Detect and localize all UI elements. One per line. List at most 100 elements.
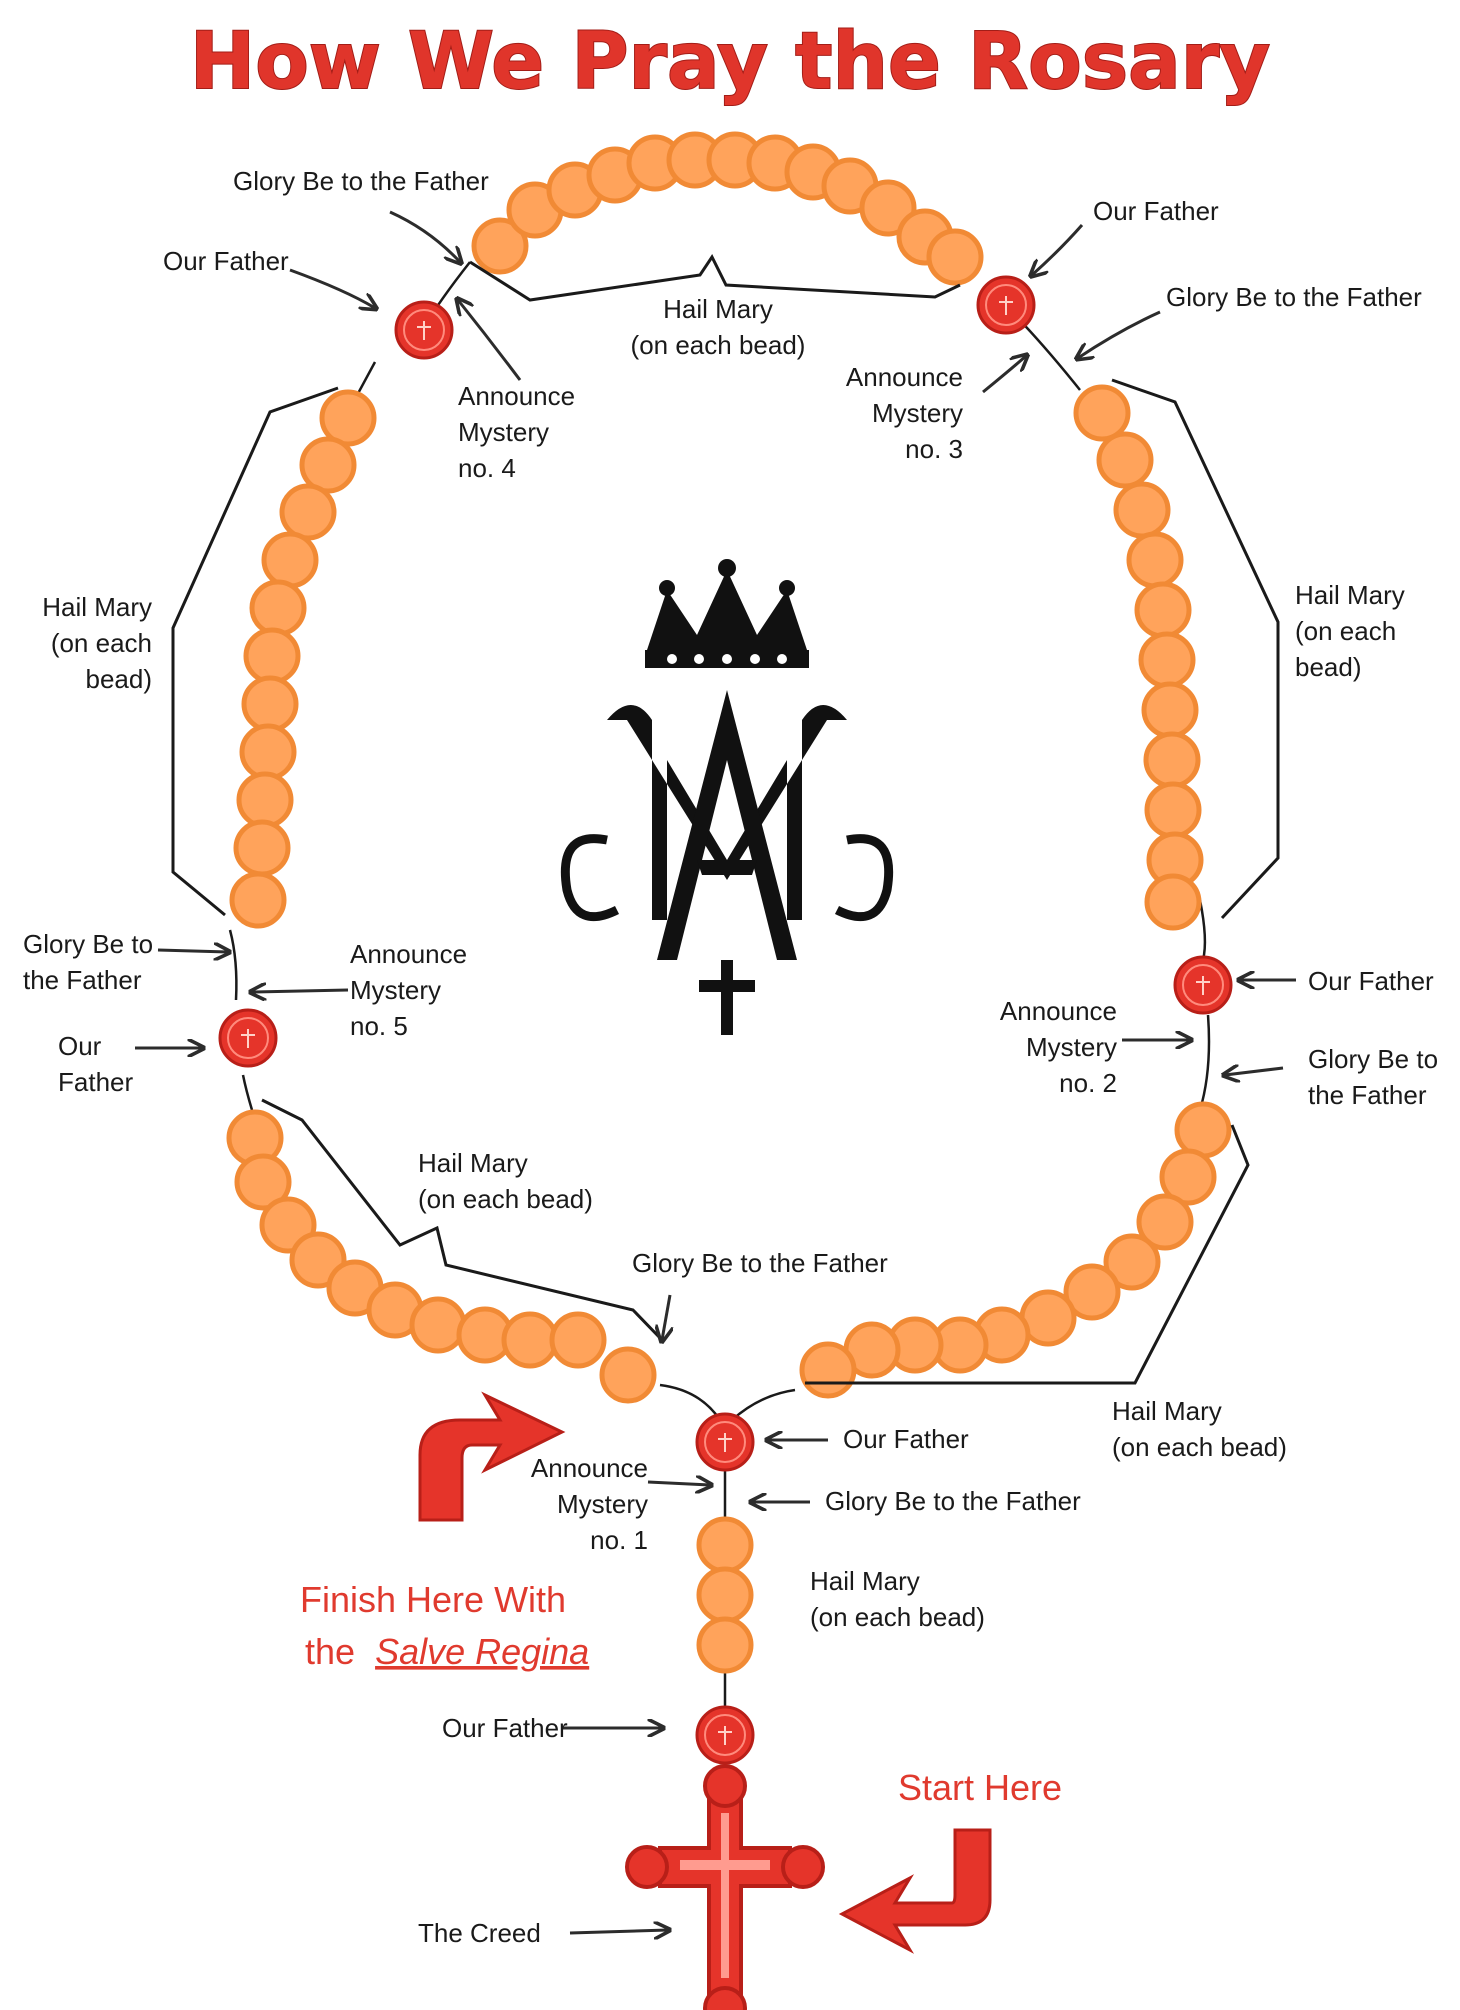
svg-text:Announce: Announce	[531, 1453, 648, 1483]
hail-mary-bead	[1174, 1101, 1232, 1159]
svg-text:Mystery: Mystery	[557, 1489, 648, 1519]
hail-mary-bead	[1141, 681, 1199, 739]
hail-mary-bead	[599, 1346, 657, 1404]
hail-mary-bead	[261, 531, 319, 589]
brackets	[171, 254, 1280, 1385]
our-father-bead	[1173, 955, 1233, 1015]
bracket-left	[171, 386, 339, 917]
svg-text:Announce: Announce	[1000, 996, 1117, 1026]
hail-mary-bead	[799, 1341, 857, 1399]
hail-mary-bead	[1144, 873, 1202, 931]
hail-mary-bead	[1144, 781, 1202, 839]
hail-mary-bead	[1138, 631, 1196, 689]
hail-mary-bead	[696, 1566, 754, 1624]
svg-text:Announce: Announce	[458, 381, 575, 411]
crucifix-icon	[625, 1764, 825, 2010]
hail-mary-bead	[549, 1311, 607, 1369]
hail-mary-bead	[241, 675, 299, 733]
label-announce-1: Announce Mystery no. 1	[531, 1453, 648, 1555]
svg-text:Mystery: Mystery	[872, 398, 963, 428]
hail-mary-bead	[1113, 481, 1171, 539]
svg-text:Mystery: Mystery	[1026, 1032, 1117, 1062]
label-announce-2: Announce Mystery no. 2	[1000, 996, 1117, 1098]
label-glory-left: Glory Be to the Father	[23, 929, 153, 995]
our-father-bead	[394, 300, 454, 360]
label-hail-mary-pendant: Hail Mary (on each bead)	[810, 1566, 985, 1632]
svg-text:the Father: the Father	[23, 965, 142, 995]
label-hail-mary-left: Hail Mary (on each bead)	[42, 592, 152, 694]
svg-text:(on each bead): (on each bead)	[631, 330, 806, 360]
svg-text:bead): bead)	[1295, 652, 1362, 682]
bracket-right	[1111, 378, 1280, 920]
svg-text:no. 2: no. 2	[1059, 1068, 1117, 1098]
label-our-father-right: Our Father	[1308, 966, 1434, 996]
hail-mary-bead	[299, 436, 357, 494]
hail-mary-bead	[1136, 1193, 1194, 1251]
crowned-marian-monogram-icon	[560, 559, 894, 1035]
bent-arrow-icon-start	[838, 1828, 992, 1954]
hail-mary-bead	[319, 389, 377, 447]
svg-text:no. 5: no. 5	[350, 1011, 408, 1041]
svg-text:Hail Mary: Hail Mary	[418, 1148, 528, 1178]
label-our-father-pendant: Our Father	[442, 1713, 568, 1743]
hail-mary-bead	[1126, 531, 1184, 589]
hail-mary-beads	[226, 131, 1232, 1674]
label-hail-mary-bottom-left: Hail Mary (on each bead)	[418, 1148, 593, 1214]
label-announce-4: Announce Mystery no. 4	[458, 381, 575, 483]
label-hail-mary-right: Hail Mary (on each bead)	[1295, 580, 1405, 682]
pointer-arrows	[135, 210, 1296, 1933]
svg-text:no. 3: no. 3	[905, 434, 963, 464]
hail-mary-bead	[243, 627, 301, 685]
label-our-father-top-right: Our Father	[1093, 196, 1219, 226]
hail-mary-bead	[1096, 431, 1154, 489]
svg-text:Hail Mary: Hail Mary	[663, 294, 773, 324]
svg-text:Glory Be to: Glory Be to	[23, 929, 153, 959]
svg-text:(on each: (on each	[1295, 616, 1396, 646]
svg-text:Mystery: Mystery	[350, 975, 441, 1005]
label-glory-center: Glory Be to the Father	[825, 1486, 1081, 1516]
hail-mary-bead	[229, 871, 287, 929]
svg-text:bead): bead)	[86, 664, 153, 694]
hail-mary-bead	[239, 723, 297, 781]
hail-mary-bead	[1159, 1148, 1217, 1206]
label-our-father-center: Our Father	[843, 1424, 969, 1454]
hail-mary-bead	[1103, 1233, 1161, 1291]
svg-text:the Father: the Father	[1308, 1080, 1427, 1110]
svg-text:Hail Mary: Hail Mary	[1295, 580, 1405, 610]
hail-mary-bead	[1143, 731, 1201, 789]
hail-mary-bead	[1063, 1263, 1121, 1321]
our-father-bead	[695, 1412, 755, 1472]
svg-text:no. 1: no. 1	[590, 1525, 648, 1555]
bent-arrow-icon-finish	[418, 1391, 566, 1522]
svg-text:(on each bead): (on each bead)	[1112, 1432, 1287, 1462]
bracket-bottom-right	[805, 1124, 1250, 1385]
svg-text:Mystery: Mystery	[458, 417, 549, 447]
label-our-father-left: Our Father	[58, 1031, 133, 1097]
hail-mary-bead	[926, 228, 984, 286]
hail-mary-bead	[233, 819, 291, 877]
hail-mary-bead	[696, 1616, 754, 1674]
hail-mary-bead	[409, 1296, 467, 1354]
svg-text:Announce: Announce	[350, 939, 467, 969]
svg-text:Hail Mary: Hail Mary	[42, 592, 152, 622]
hail-mary-bead	[696, 1516, 754, 1574]
bracket-top	[469, 254, 961, 302]
hail-mary-bead	[501, 1311, 559, 1369]
svg-text:Announce: Announce	[846, 362, 963, 392]
label-glory-bottom: Glory Be to the Father	[632, 1248, 888, 1278]
svg-text:Glory Be to: Glory Be to	[1308, 1044, 1438, 1074]
hail-mary-bead	[236, 771, 294, 829]
our-father-bead	[218, 1008, 278, 1068]
label-the-creed: The Creed	[418, 1918, 541, 1948]
hail-mary-bead	[859, 179, 917, 237]
our-father-bead	[695, 1705, 755, 1765]
svg-text:(on each bead): (on each bead)	[418, 1184, 593, 1214]
page-title: How We Pray the Rosary	[190, 17, 1270, 107]
label-finish-line1: Finish Here With	[300, 1579, 566, 1620]
label-glory-top-left: Glory Be to the Father	[233, 166, 489, 196]
label-finish-line2: the Salve Regina	[305, 1631, 589, 1672]
hail-mary-bead	[279, 483, 337, 541]
label-start-here: Start Here	[898, 1767, 1062, 1808]
label-hail-mary-bottom-right: Hail Mary (on each bead)	[1112, 1396, 1287, 1462]
label-hail-mary-top: Hail Mary (on each bead)	[631, 294, 806, 360]
